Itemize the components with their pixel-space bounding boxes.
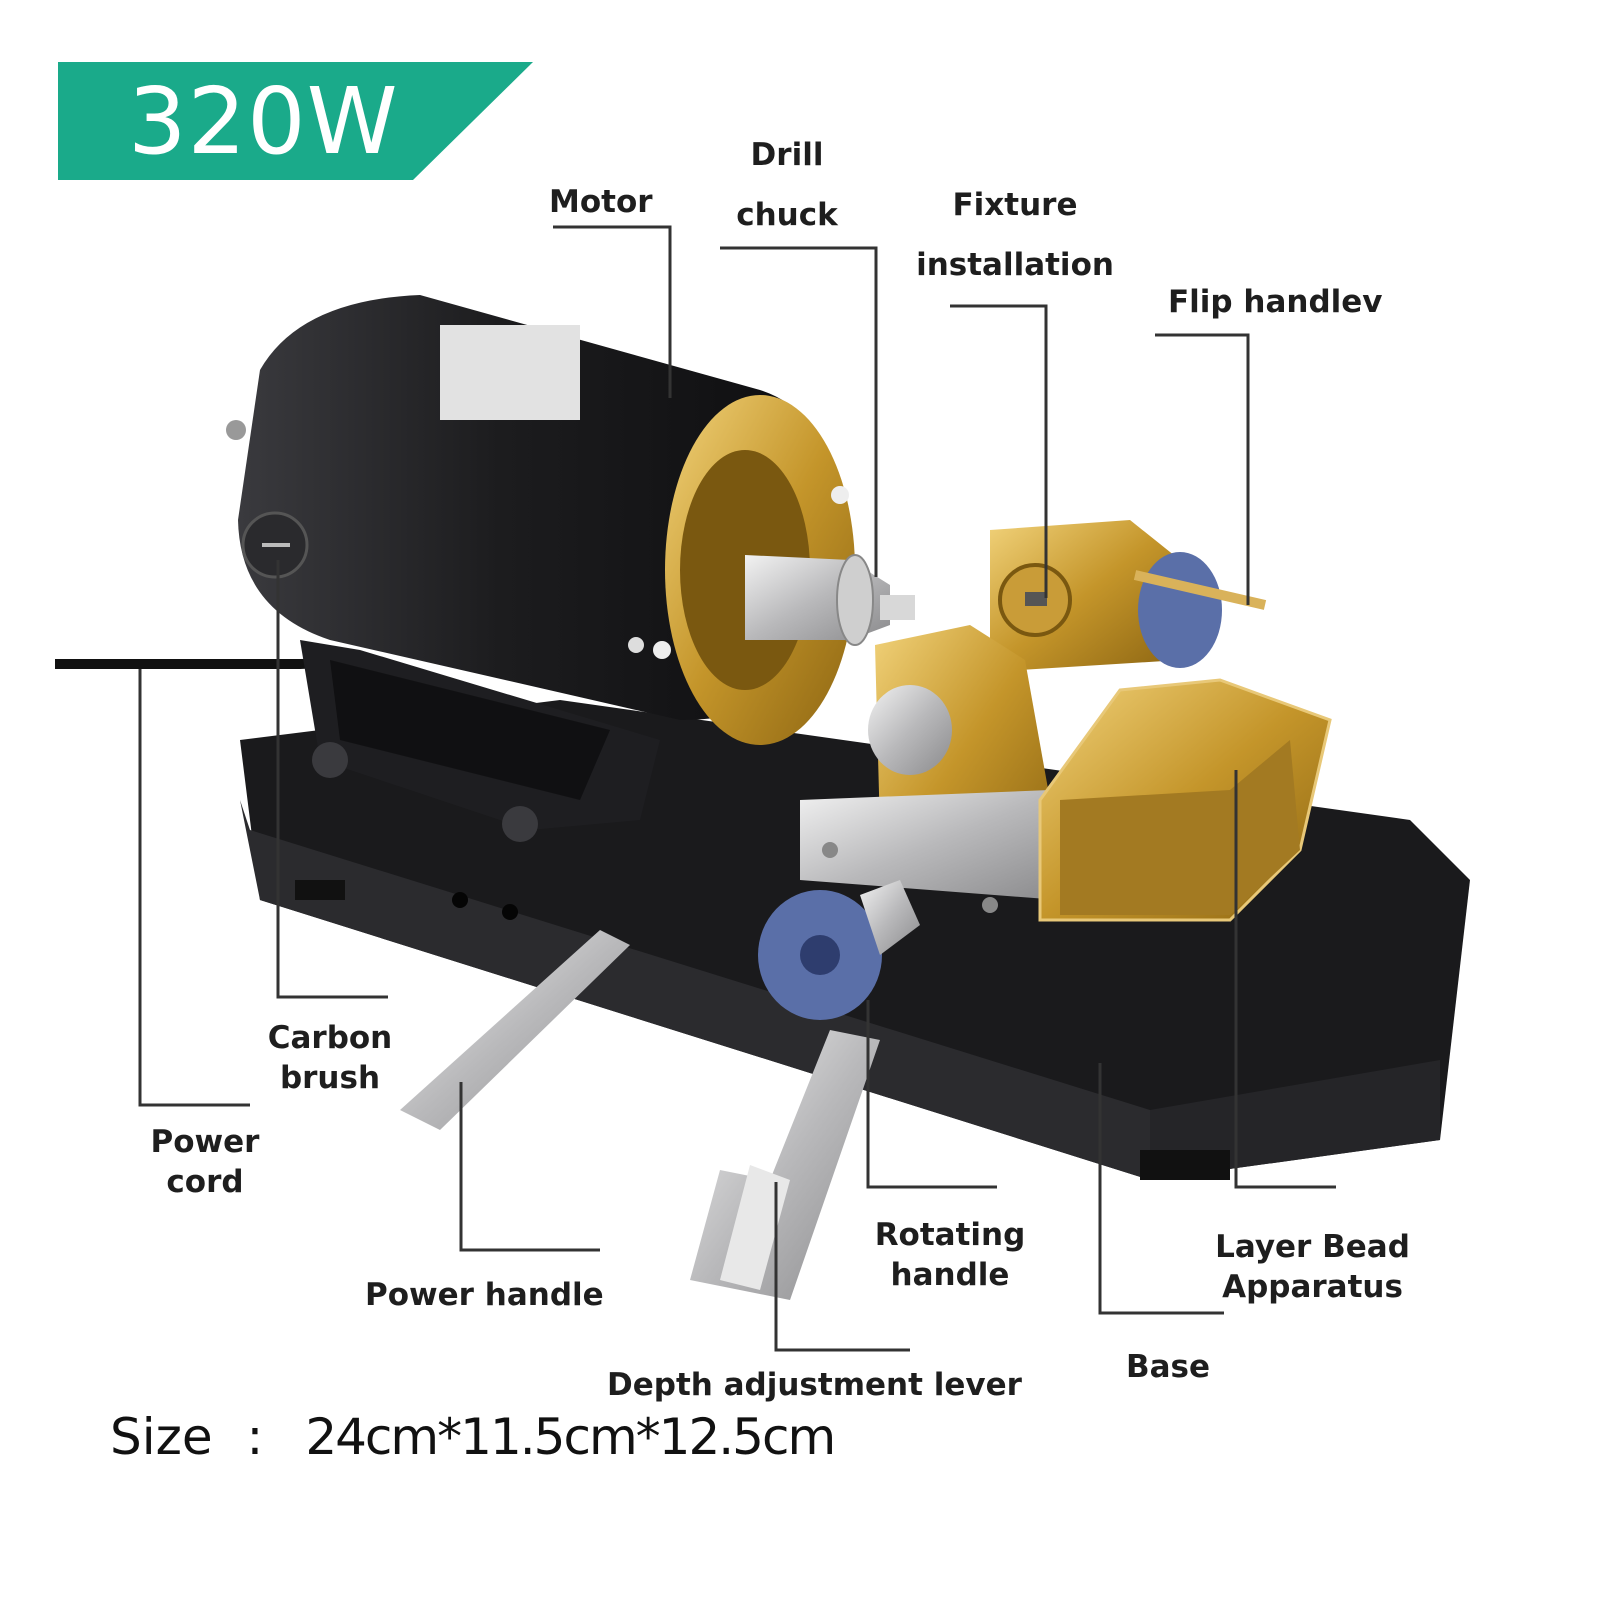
label-drill-chuck-line2: chuck [736, 197, 838, 233]
label-power-cord-line1: Power [150, 1124, 260, 1160]
label-power-cord-line2: cord [166, 1164, 244, 1200]
depth-lever [690, 1030, 880, 1300]
size-separator: : [246, 1408, 264, 1466]
size-value: 24cm*11.5cm*12.5cm [305, 1408, 836, 1466]
power-banner [58, 62, 533, 180]
label-power-handle: Power handle [365, 1277, 604, 1313]
power-handle-lever [400, 930, 630, 1130]
label-motor: Motor [549, 184, 653, 220]
size-label: Size [110, 1408, 213, 1466]
label-layer-bead-line2: Apparatus [1222, 1269, 1403, 1305]
label-flip-handle: Flip handlev [1168, 284, 1383, 320]
label-fixture-line1: Fixture [952, 187, 1078, 223]
label-fixture-line2: installation [916, 247, 1114, 283]
rotating-knob [758, 880, 920, 1020]
size-line: Size : 24cm*11.5cm*12.5cm [110, 1408, 836, 1466]
power-banner-text: 320W [128, 68, 399, 175]
label-carbon-brush-line2: brush [279, 1060, 381, 1096]
label-drill-chuck-line1: Drill [750, 137, 824, 173]
drill-chuck [745, 554, 915, 646]
motor-mount [300, 640, 660, 842]
power-cord [55, 650, 334, 669]
label-carbon-brush-line1: Carbon [267, 1020, 393, 1056]
label-rotating-handle-line1: Rotating [874, 1217, 1026, 1253]
label-base: Base [1126, 1349, 1211, 1385]
fixture-block [990, 520, 1267, 670]
label-layer-bead-line1: Layer Bead [1215, 1229, 1410, 1265]
fixture-carriage [800, 625, 1060, 913]
label-rotating-handle-line2: handle [890, 1257, 1010, 1293]
label-depth-lever: Depth adjustment lever [607, 1367, 1022, 1403]
